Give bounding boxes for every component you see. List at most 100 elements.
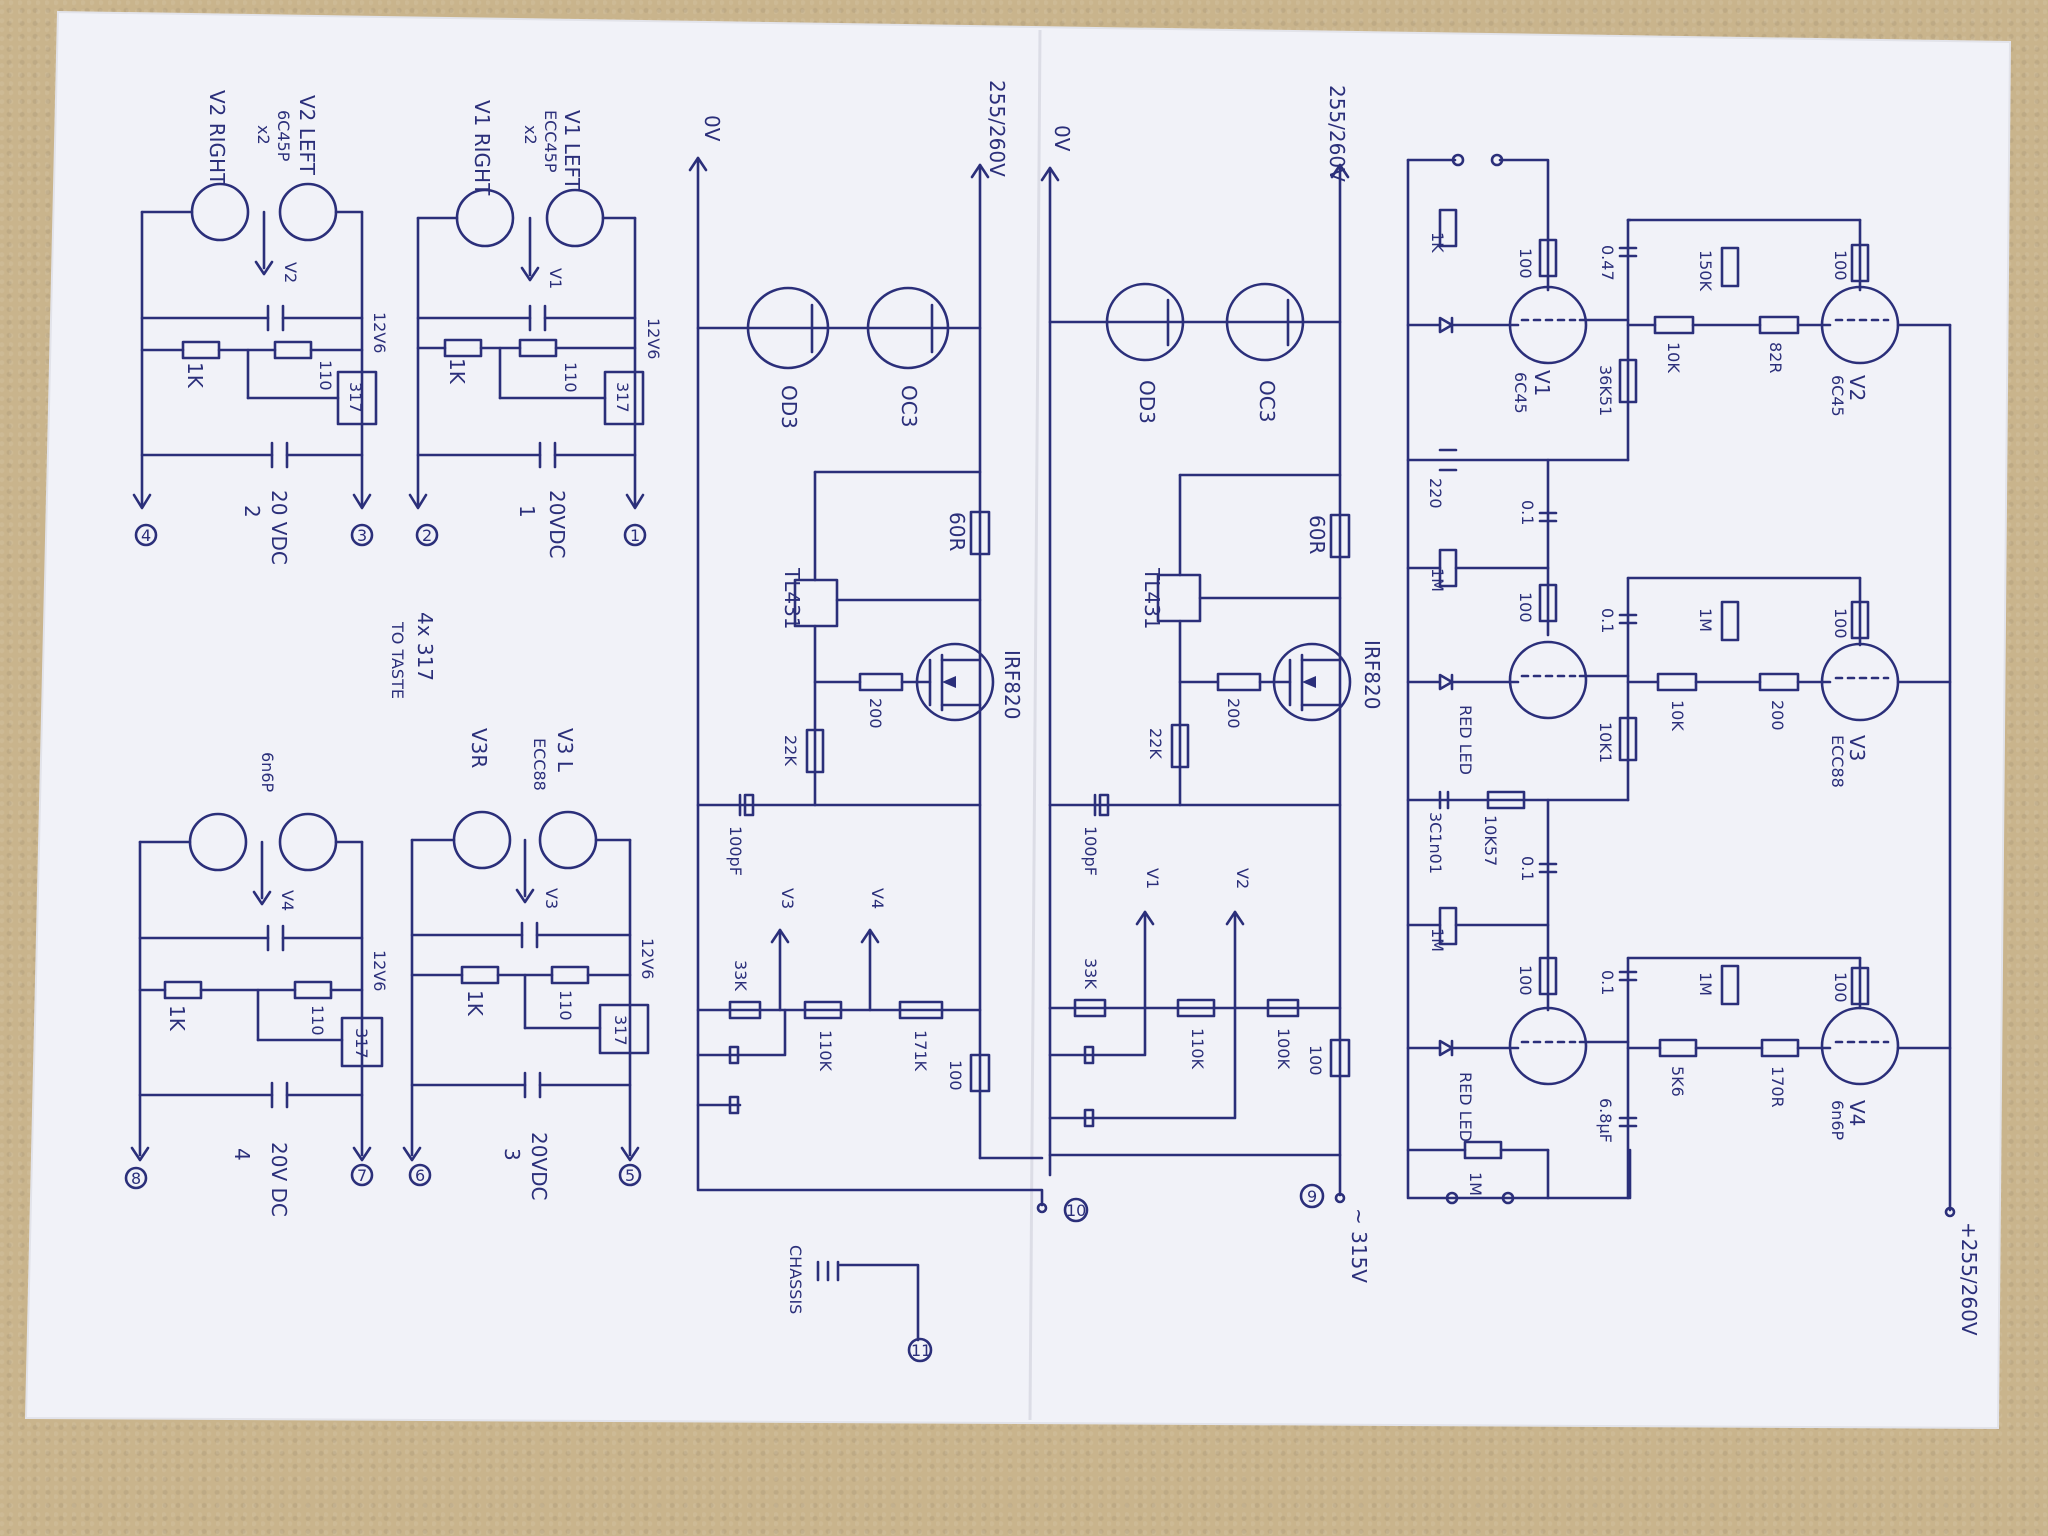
- stage3-r-1m-c: 1M: [1466, 1172, 1485, 1196]
- stage2-r-cath: 10K1: [1596, 722, 1615, 763]
- heater4-out: 20V DC: [267, 1142, 291, 1217]
- regl-r-bottom: 22K: [781, 735, 800, 766]
- regr-tube2: OC3: [1255, 380, 1279, 422]
- stage2-r-anode-v3: 100: [1831, 608, 1850, 639]
- stage1-r-150k: 150K: [1696, 250, 1715, 292]
- regl-r-100: 100: [946, 1060, 965, 1091]
- regl-cap: 100pF: [726, 826, 745, 876]
- stage2-r-10k57: 10K57: [1481, 815, 1500, 866]
- regl-shunt: TL431: [780, 567, 804, 630]
- stage1-r-anode-v2: 100: [1831, 250, 1850, 281]
- heater4-r-big: 1K: [165, 1005, 189, 1032]
- heater1-lead2: ECC45P: [541, 110, 560, 173]
- heater3-arrow-label: V3: [542, 888, 561, 909]
- stage3-r-anode: 100: [1516, 965, 1535, 996]
- stage3-r-170r: 170R: [1768, 1066, 1787, 1108]
- stage2-cap-01a: 0.1: [1518, 500, 1537, 525]
- heater1-arrow-label: V1: [546, 268, 565, 289]
- heater-block-4: 6n6P V4 12V6 110 1K 317 20V DC 4 7 8: [124, 752, 389, 1217]
- note-4x317: 4x 317: [413, 612, 437, 681]
- heater4-arrow-label: V4: [278, 890, 297, 911]
- stage1-r-10k: 10K: [1664, 342, 1683, 373]
- stage1-cap-couple: 0.47: [1598, 245, 1617, 281]
- stage3-tube-v4: V4: [1845, 1100, 1869, 1126]
- regl-tube1: OD3: [777, 385, 801, 429]
- regr-tap1: V1: [1143, 868, 1162, 889]
- regr-r-100: 100: [1306, 1045, 1325, 1076]
- heater3-num: 3: [500, 1148, 524, 1161]
- rail-supply-top: 255/260V: [985, 80, 1009, 177]
- heater2-arrow-label: V2: [281, 262, 300, 283]
- heater3-out: 20VDC: [527, 1132, 551, 1201]
- regl-tap1: V3: [778, 888, 797, 909]
- regr-tap2: V2: [1233, 868, 1252, 889]
- heater2-r-big: 1K: [183, 362, 207, 389]
- terminal-8: 8: [131, 1169, 141, 1188]
- terminal-1: 1: [630, 526, 640, 545]
- regl-tap2: V4: [868, 888, 887, 909]
- stage3-r-5k6: 5K6: [1668, 1066, 1687, 1097]
- stage2-cap-01b: 0.1: [1598, 608, 1617, 633]
- stage3-cap-01: 0.1: [1518, 856, 1537, 881]
- regr-mosfet: IRF820: [1360, 640, 1384, 709]
- heater3-r-small: 110: [556, 990, 575, 1021]
- heater2-vreg: 317: [346, 382, 365, 413]
- heater1-num: 1: [515, 505, 539, 518]
- terminal-9: 9: [1307, 1187, 1317, 1206]
- stage1-r-in: 1K: [1428, 232, 1447, 253]
- regr-shunt: TL431: [1140, 567, 1164, 630]
- paper-fold: [1028, 29, 1042, 1421]
- stage1-tube-v2: V2: [1845, 375, 1869, 401]
- regl-r-gate: 200: [866, 698, 885, 729]
- stage1-r-cath: 36K51: [1596, 365, 1615, 416]
- stage1-r-anode-v1: 100: [1516, 248, 1535, 279]
- regr-r-gate: 200: [1224, 698, 1243, 729]
- stage1-r-82r: 82R: [1766, 342, 1785, 373]
- heater2-lead3: x2: [254, 125, 273, 145]
- heater-block-3: V3 L ECC88 V3R V3 12V6 110 1K 317 20VDC …: [402, 728, 657, 1201]
- heater1-out: 20VDC: [545, 490, 569, 559]
- note-to-taste: TO TASTE: [388, 621, 407, 699]
- terminal-3: 3: [357, 526, 367, 545]
- stage1-tube-v1: V1: [1530, 370, 1554, 396]
- rail-supply-right: +255/260V: [1957, 1222, 1981, 1336]
- stage3-r-1m-a: 1M: [1428, 928, 1447, 952]
- stage3-r-1m-b: 1M: [1696, 972, 1715, 996]
- regulator-left: 0V 255/260V OD3 OC3 60R TL431 200 IRF820…: [688, 80, 1089, 1363]
- stage2-tube-v3-type: ECC88: [1828, 735, 1847, 788]
- heater4-lead2: 6n6P: [258, 752, 277, 793]
- heater2-out: 20 VDC: [267, 490, 291, 565]
- heater4-r-small: 110: [308, 1005, 327, 1036]
- heater3-vreg: 317: [611, 1015, 630, 1046]
- regr-r-top: 60R: [1305, 515, 1329, 554]
- regl-r-110k: 110K: [816, 1030, 835, 1072]
- regr-cap: 100pF: [1081, 826, 1100, 876]
- stage3-r-anode-v4: 100: [1831, 972, 1850, 1003]
- stage2-r-1m-b: 1M: [1696, 608, 1715, 632]
- terminal-6: 6: [415, 1166, 425, 1185]
- rail-0v-top: 0V: [700, 115, 724, 142]
- heater3-lead2: ECC88: [530, 738, 549, 791]
- stage3-tube-v4-type: 6n6P: [1828, 1100, 1847, 1141]
- heater-block-1: V1 LEFT ECC45P x2 V1 RIGHT V1 12V6 110 1…: [408, 100, 663, 559]
- rail-0v-mid: 0V: [1050, 125, 1074, 152]
- stage2-cap-bottom: 3C1n01: [1426, 812, 1445, 874]
- heater2-num: 2: [240, 505, 264, 518]
- regl-r-33k: 33K: [731, 960, 750, 991]
- chassis-label: CHASSIS: [786, 1245, 805, 1314]
- heater2-lead1: V2 LEFT: [295, 95, 319, 176]
- heater1-vreg: 317: [613, 382, 632, 413]
- regulator-right: 0V 255/260V OD3 OC3 60R TL431 200 IRF820…: [1040, 85, 1384, 1283]
- stage3-cap-68: 6.8µF: [1596, 1098, 1615, 1143]
- heater3-lead1: V3 L: [553, 728, 577, 773]
- heater1-lead4: V1 RIGHT: [470, 100, 494, 196]
- terminal-2: 2: [422, 526, 432, 545]
- stage1-tube-v2-type: 6C45: [1828, 375, 1847, 417]
- heater2-lead4: V2 RIGHT: [205, 90, 229, 186]
- stage2-tube-v3: V3: [1845, 735, 1869, 761]
- heater-block-2: V2 LEFT 6C45P x2 V2 RIGHT V2 12V6 110 1K…: [132, 90, 389, 565]
- heater2-r-small: 110: [316, 360, 335, 391]
- heater2-rail: 12V6: [370, 312, 389, 353]
- regl-r-top: 60R: [945, 512, 969, 551]
- amplifier-stages: +255/260V 1K 100 V1 6C45 0.47 150K 10K: [1406, 153, 1981, 1336]
